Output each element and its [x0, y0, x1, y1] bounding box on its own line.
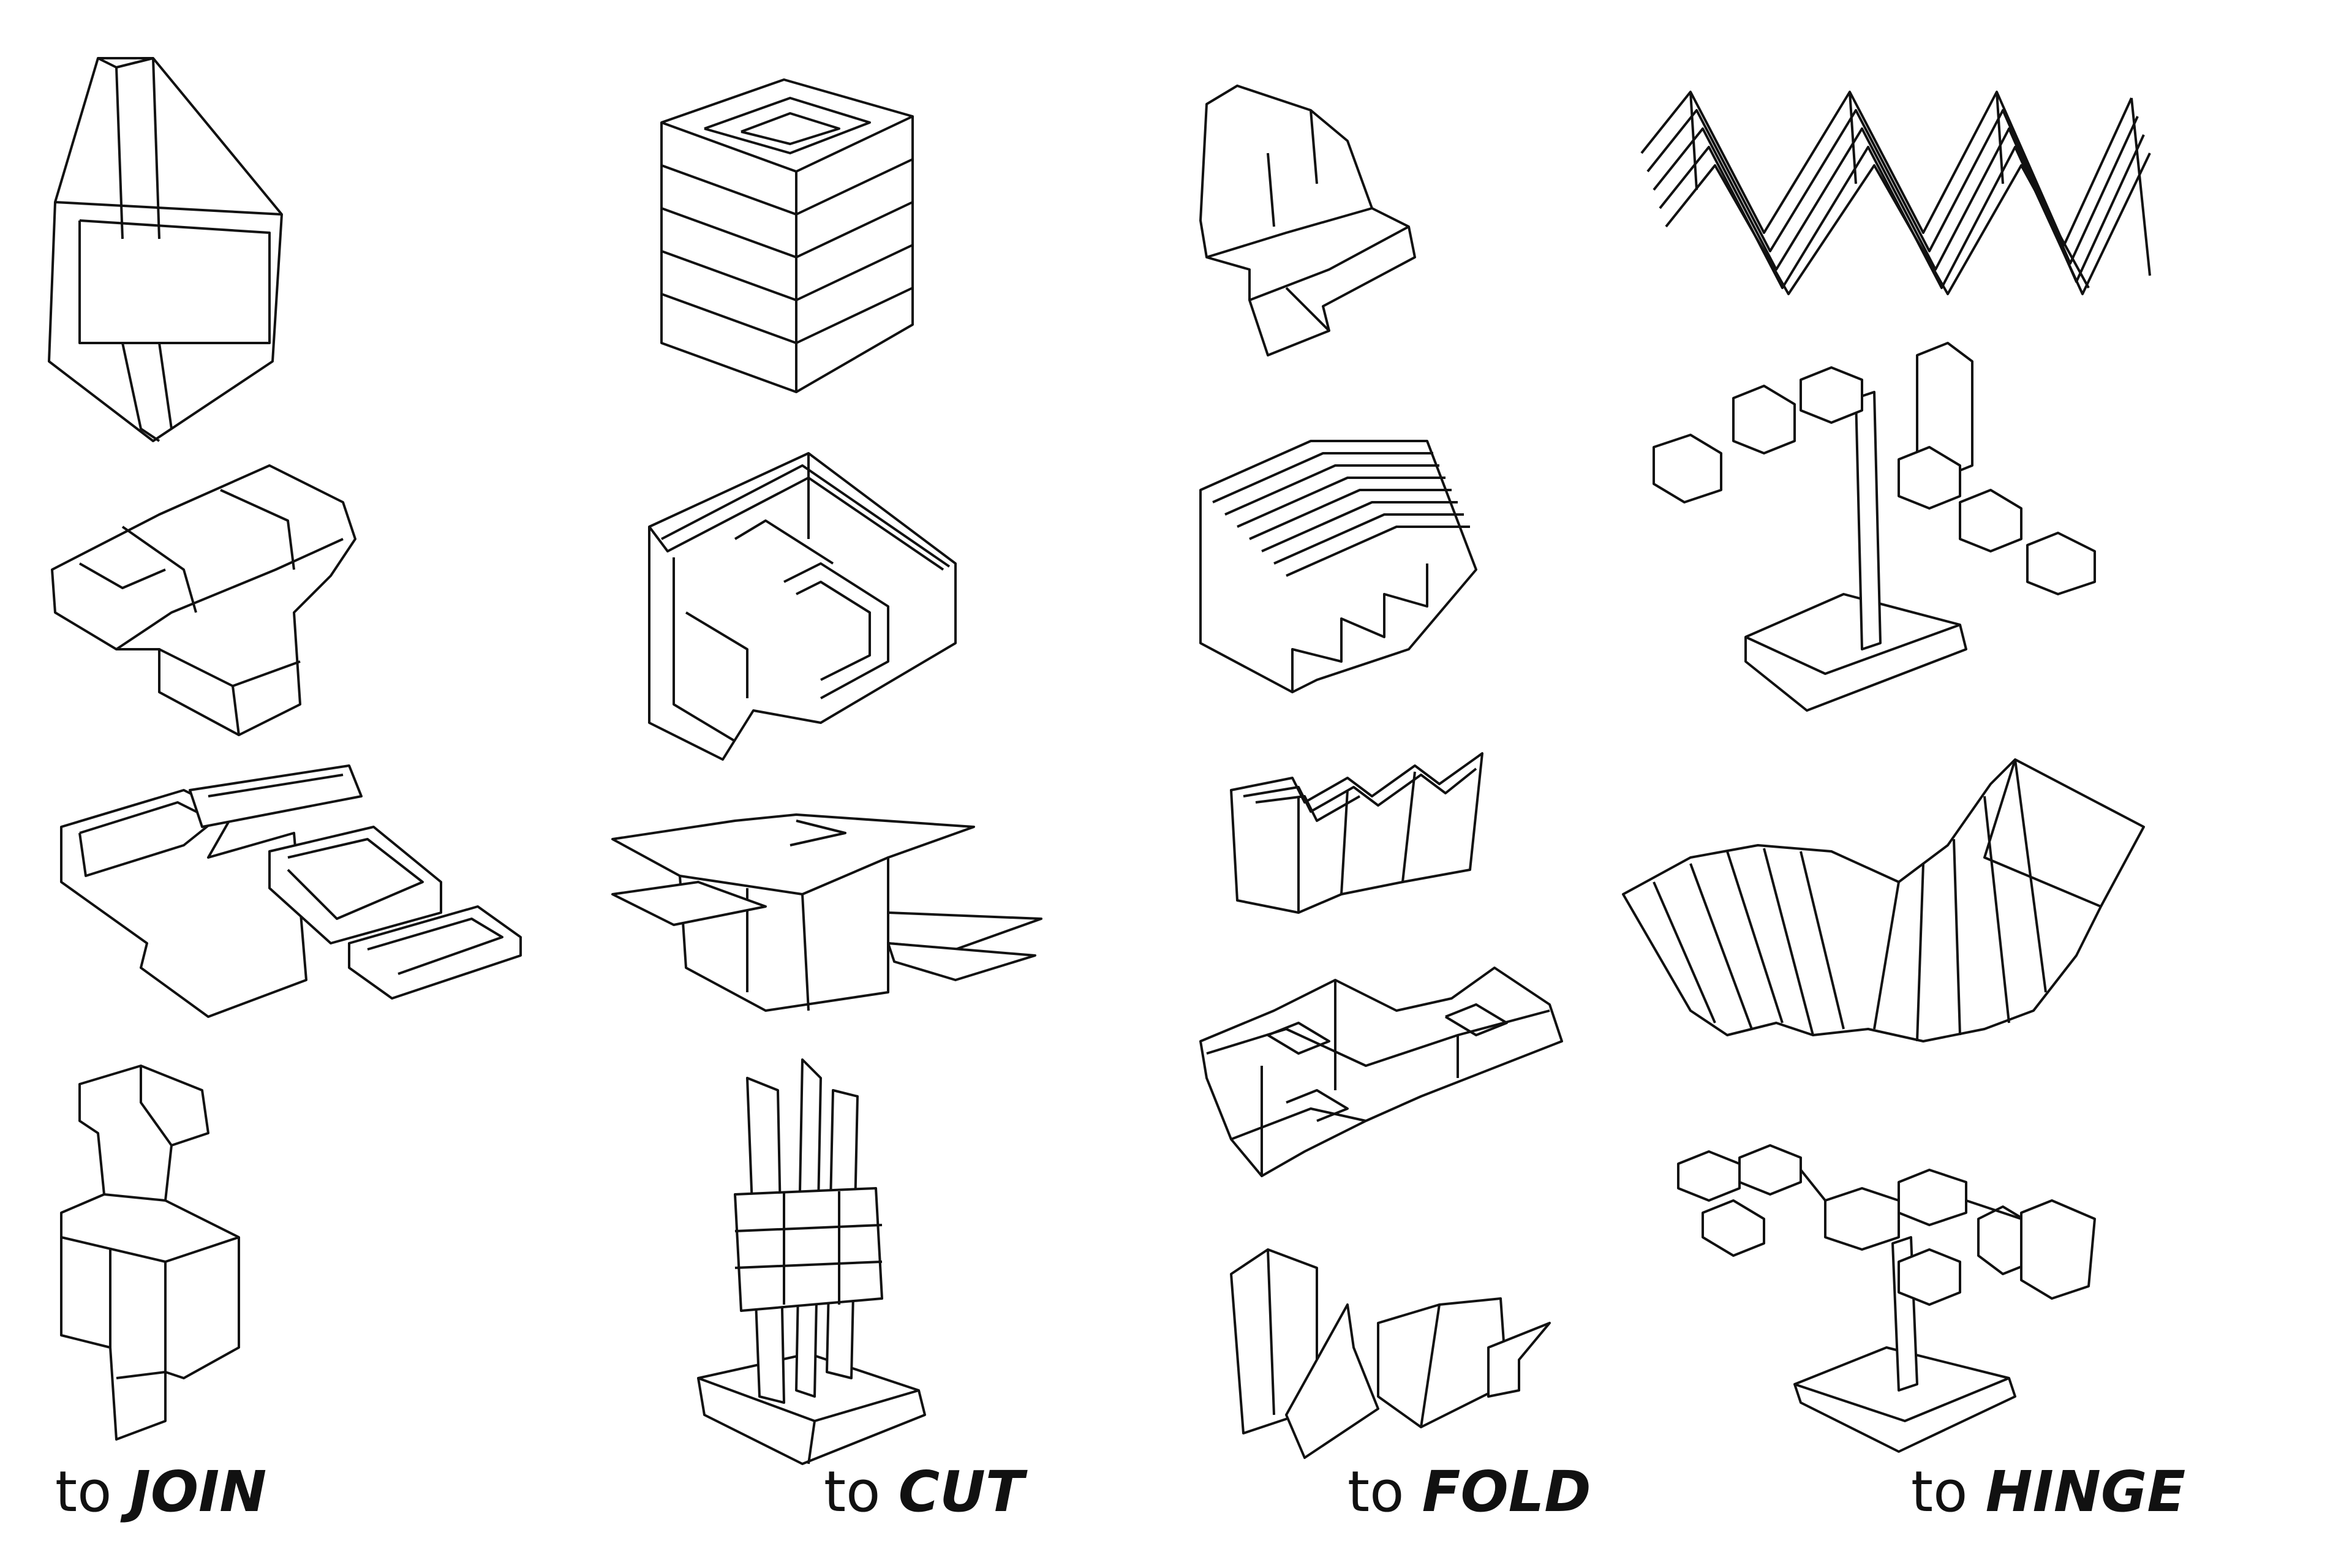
- caption-verb: JOIN: [129, 1459, 267, 1525]
- caption-verb: FOLD: [1422, 1459, 1591, 1525]
- caption-join: to JOIN: [55, 1464, 266, 1520]
- caption-prefix: to: [824, 1459, 881, 1525]
- caption-hinge: to HINGE: [1911, 1464, 2185, 1520]
- model-hinge-4: [1677, 1144, 2096, 1453]
- model-join-3: [60, 764, 522, 1018]
- caption-verb: HINGE: [1985, 1459, 2186, 1525]
- caption-prefix: to: [1348, 1459, 1404, 1525]
- caption-cut: to CUT: [824, 1464, 1024, 1520]
- column-hinge: [1622, 91, 2151, 1453]
- caption-prefix: to: [55, 1459, 112, 1525]
- column-join: [48, 57, 522, 1441]
- caption-verb: CUT: [898, 1459, 1024, 1525]
- model-fold-3: [1230, 752, 1483, 914]
- caption-fold: to FOLD: [1348, 1464, 1591, 1520]
- model-cut-2: [648, 452, 957, 761]
- column-fold: [1199, 85, 1563, 1459]
- model-fold-4: [1199, 967, 1563, 1177]
- model-join-4: [60, 1065, 240, 1441]
- model-cut-1: [660, 78, 914, 393]
- model-join-1: [48, 57, 283, 442]
- model-hinge-3: [1622, 758, 2145, 1042]
- model-hinge-2: [1653, 342, 2096, 712]
- model-hinge-1: [1640, 91, 2151, 295]
- caption-prefix: to: [1911, 1459, 1968, 1525]
- model-fold-5: [1230, 1248, 1551, 1459]
- model-fold-1: [1199, 85, 1416, 356]
- column-cut: [611, 78, 1042, 1465]
- model-cut-3: [611, 813, 1042, 1012]
- model-fold-2: [1199, 440, 1477, 693]
- model-join-2: [51, 464, 356, 736]
- model-cut-4: [697, 1058, 926, 1465]
